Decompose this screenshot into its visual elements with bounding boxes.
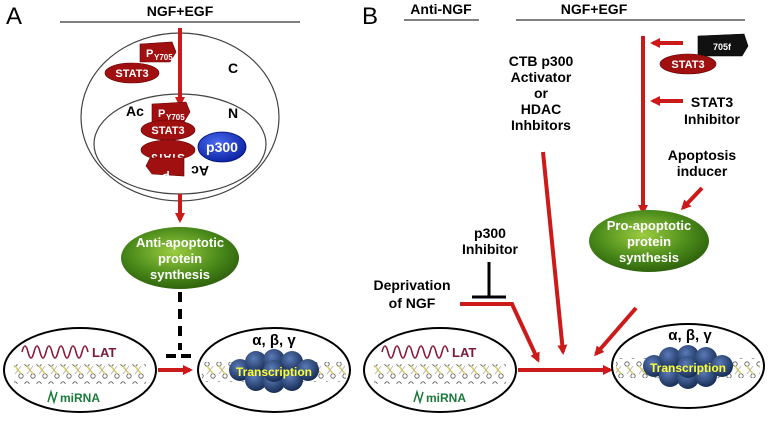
a-lat-label: LAT [92, 345, 116, 360]
b-lat-label: LAT [452, 345, 476, 360]
a-greek-label: α, β, γ [252, 332, 296, 349]
a-polymerase [229, 349, 319, 393]
panel-a-header: NGF+EGF [147, 3, 214, 19]
arrow-activator [541, 151, 568, 355]
stat3-cytoplasm: P Y705 STAT3 [104, 41, 177, 84]
stat3-705f: 705f STAT3 [659, 33, 749, 75]
svg-text:HDAC: HDAC [521, 101, 561, 117]
b-transcription-label: Transcription [650, 361, 726, 375]
a-mirna-label: miRNA [60, 391, 100, 405]
svg-text:P: P [146, 48, 153, 60]
b-mirna-label: miRNA [426, 391, 466, 405]
svg-text:Activator: Activator [511, 69, 572, 85]
anti-apoptotic-oval [121, 227, 239, 289]
p300-label: p300 [206, 139, 238, 155]
panel-b-header-left: Anti-NGF [410, 1, 472, 17]
stat3-inhibitor-line1: STAT3 [691, 94, 733, 110]
a-dna-strand [14, 364, 146, 384]
svg-text:Y705: Y705 [166, 113, 185, 122]
pro-apoptotic-line3: synthesis [619, 250, 679, 265]
arrow-pro-apoptotic [594, 306, 638, 357]
a-mirna-squiggle [47, 389, 58, 405]
a-transcription-label: Transcription [236, 365, 312, 379]
pro-apoptotic-oval [589, 210, 709, 272]
svg-text:Ac: Ac [126, 103, 144, 119]
svg-text:P: P [162, 168, 169, 180]
svg-text:Y705: Y705 [154, 53, 173, 62]
nucleus-label: N [228, 105, 238, 121]
anti-apoptotic-line3: synthesis [150, 267, 210, 282]
stat3-inhibitor-line2: Inhibitor [684, 111, 741, 127]
svg-text:CTB p300: CTB p300 [509, 53, 574, 69]
panel-a-letter: A [6, 3, 22, 30]
b-dna-strand [374, 364, 506, 384]
p300-inhibitor-line1: p300 [474, 225, 506, 241]
deprivation-line2: of NGF [389, 295, 436, 311]
b-polymerase [643, 345, 733, 389]
p300-inhibitor-line2: Inhibitor [462, 241, 519, 257]
svg-text:or: or [534, 85, 549, 101]
arrow-apoptosis-inducer [680, 186, 704, 211]
svg-text:STAT3: STAT3 [115, 68, 148, 80]
svg-text:STAT3: STAT3 [671, 59, 704, 71]
pro-apoptotic-line1: Pro-apoptotic [607, 218, 692, 233]
svg-text:P: P [158, 108, 165, 120]
svg-text:STAT3: STAT3 [151, 125, 184, 137]
stat3-nuclear-complex: Ac P Y705 STAT3 STAT3 p300 P Ac [126, 101, 247, 180]
arrow-deprivation [460, 302, 540, 363]
b-lat-wave [381, 345, 449, 359]
a-lat-wave [21, 345, 89, 359]
svg-text:Ac: Ac [191, 163, 209, 179]
svg-text:Inhbitors: Inhbitors [511, 117, 571, 133]
panel-b-header-right: NGF+EGF [561, 1, 628, 17]
panel-b-letter: B [362, 3, 378, 30]
b-mirna-squiggle [413, 389, 424, 405]
b-greek-label: α, β, γ [668, 327, 712, 344]
pro-apoptotic-line2: protein [627, 234, 671, 249]
anti-apoptotic-line2: protein [158, 251, 202, 266]
deprivation-line1: Deprivation [373, 277, 450, 293]
p300-blob [197, 131, 247, 163]
ctb-activator-text: CTB p300 Activator or HDAC Inhbitors [509, 53, 574, 133]
apoptosis-inducer-line2: inducer [677, 163, 728, 179]
anti-apoptotic-line1: Anti-apoptotic [136, 235, 224, 250]
apoptosis-inducer-line1: Apoptosis [668, 147, 737, 163]
tag-705f-label: 705f [713, 42, 732, 52]
cytoplasm-label: C [228, 60, 238, 76]
